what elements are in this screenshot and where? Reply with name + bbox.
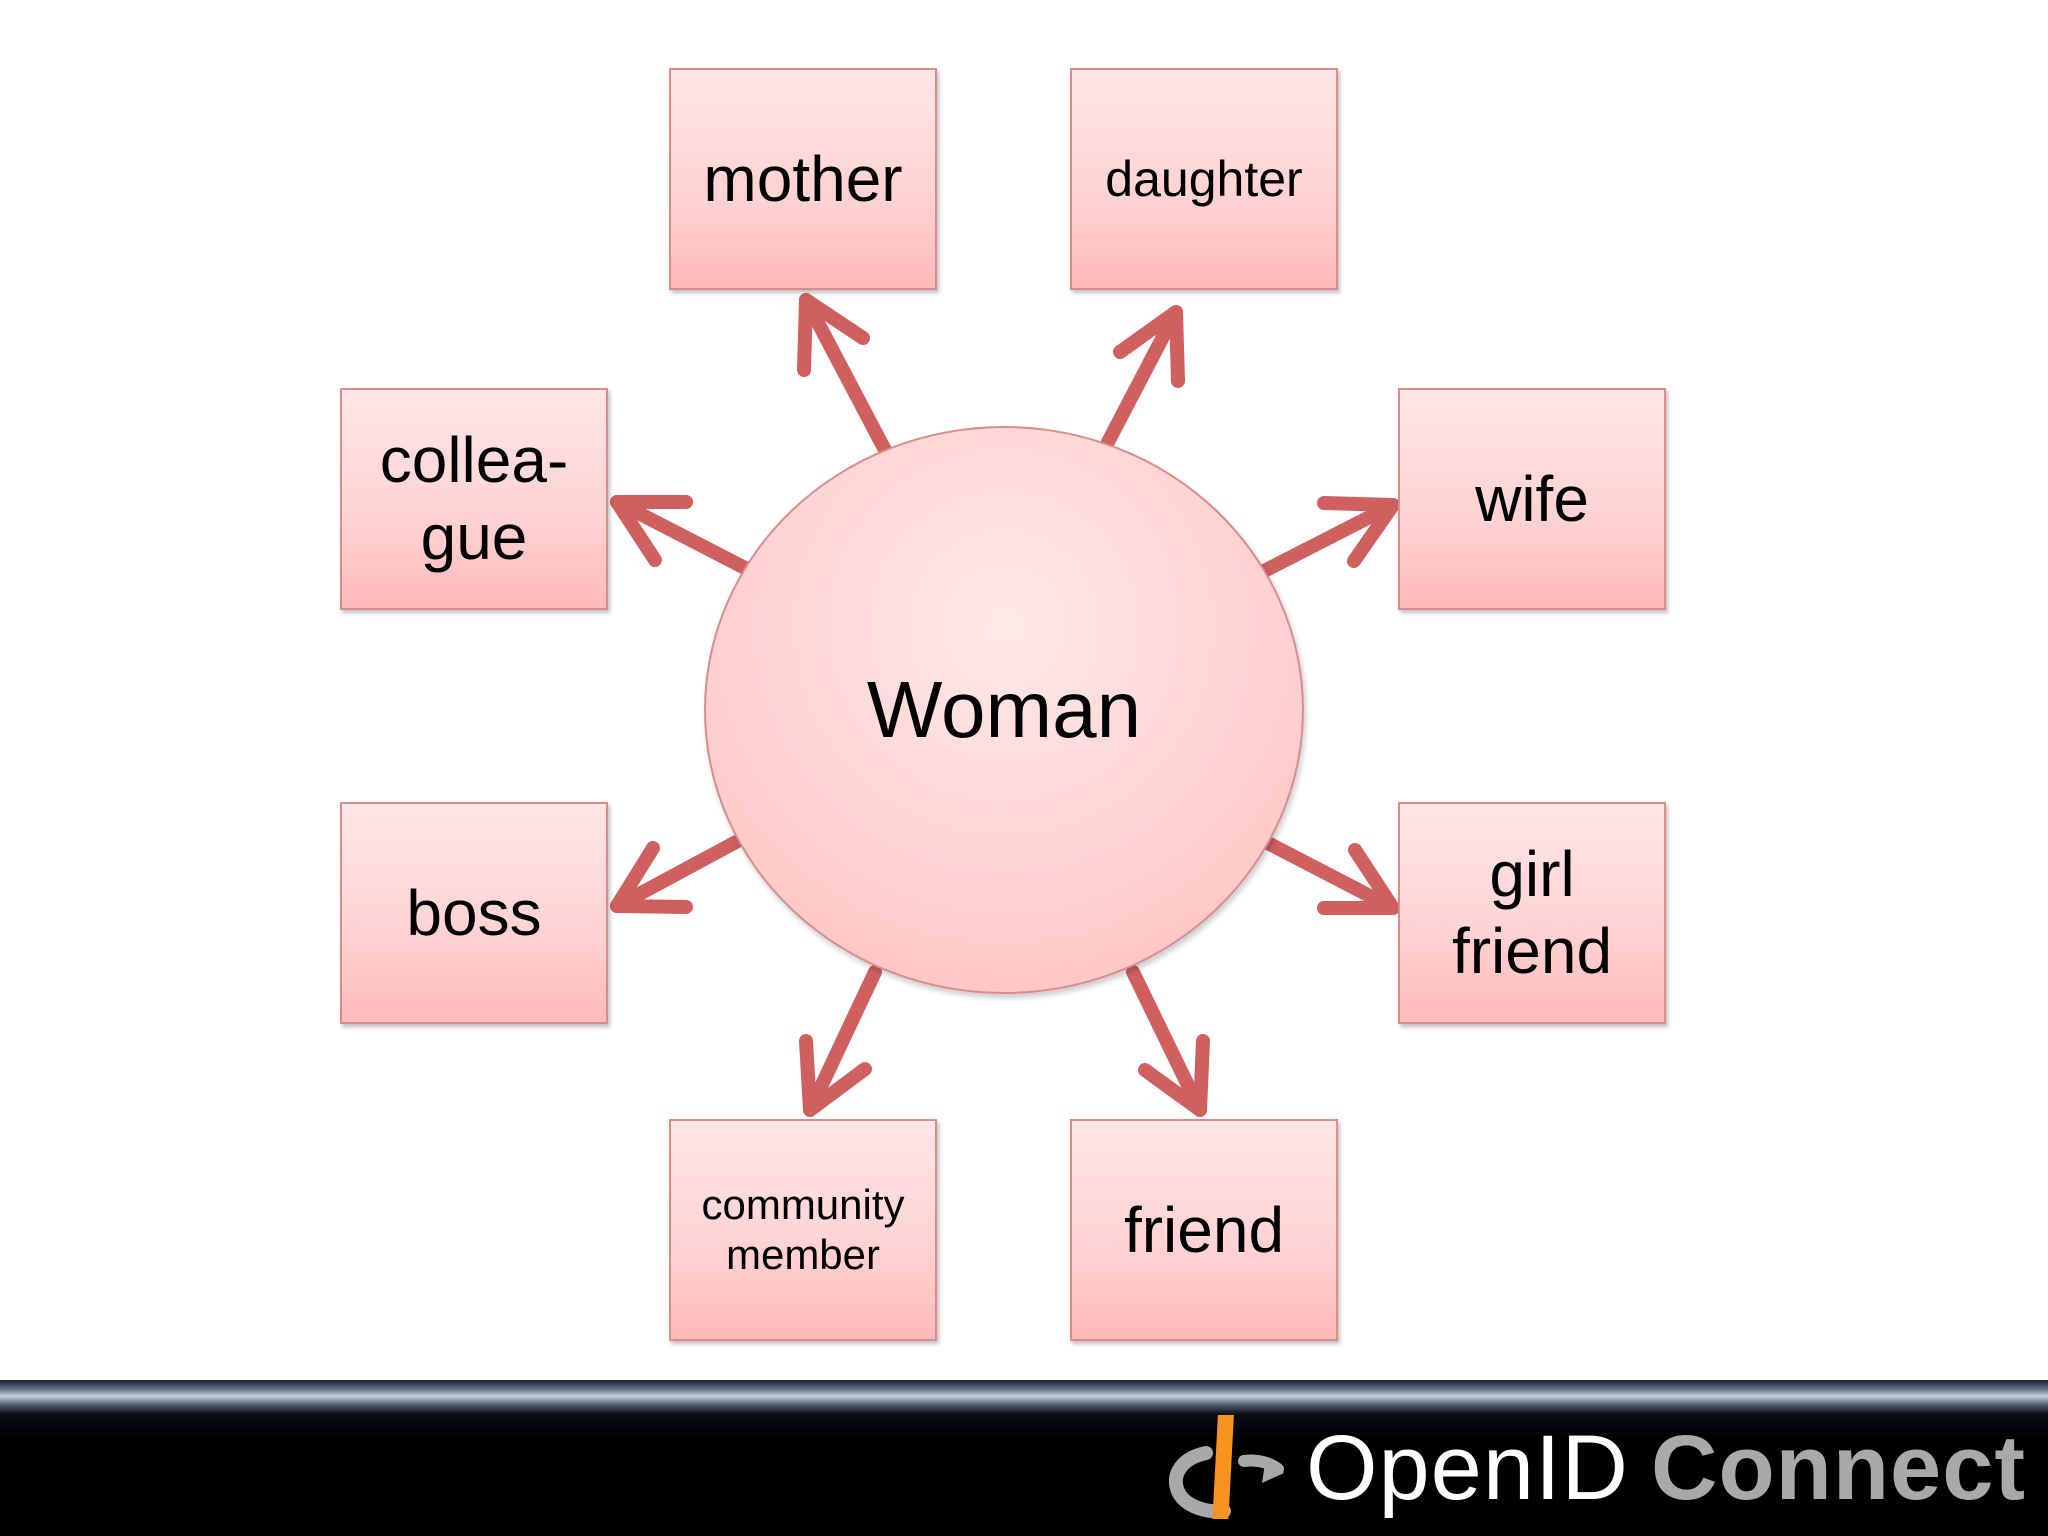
node-mother-label: mother — [703, 142, 903, 215]
logo-word-openid: OpenID — [1305, 1416, 1629, 1519]
arrows-layer — [610, 293, 1400, 1117]
openid-logo-icon — [1168, 1415, 1284, 1519]
node-girl-friend-label: girl friend — [1451, 838, 1613, 987]
node-daughter: daughter — [1070, 68, 1338, 290]
arrowhead-mother — [797, 293, 870, 377]
node-wife-label: wife — [1475, 462, 1589, 535]
arrowhead-wife — [1317, 496, 1400, 568]
arrow-community-member — [803, 965, 882, 1117]
arrowhead-friend — [1138, 1034, 1210, 1117]
arrowhead-daughter — [1113, 305, 1185, 388]
node-friend-label: friend — [1123, 1193, 1285, 1266]
node-boss: boss — [340, 802, 608, 1024]
node-colleague-label: collea- gue — [379, 424, 569, 573]
arrow-mother — [799, 293, 892, 457]
arrowhead-girl-friend — [1317, 843, 1400, 915]
arrow-girl-friend — [1259, 835, 1400, 915]
arrow-wife — [1259, 498, 1400, 577]
node-colleague: collea- gue — [340, 388, 608, 610]
node-community-member: community member — [669, 1119, 937, 1341]
arrow-colleague — [610, 495, 752, 575]
arrowhead-colleague — [610, 495, 693, 567]
node-friend: friend — [1070, 1119, 1338, 1341]
node-wife: wife — [1398, 388, 1666, 610]
node-boss-label: boss — [406, 876, 542, 949]
center-node: Woman — [704, 426, 1304, 994]
footer-bar: OpenID Connect — [0, 1380, 2048, 1536]
openid-connect-logo: OpenID Connect — [1166, 1415, 2026, 1519]
center-node-label: Woman — [866, 665, 1142, 754]
node-girl-friend: girl friend — [1398, 802, 1666, 1024]
logo-word-connect: Connect — [1651, 1416, 2026, 1519]
arrow-friend — [1126, 965, 1207, 1117]
slide-canvas: mother daughter collea- gue wife boss gi… — [340, 68, 1666, 1341]
arrowhead-boss — [610, 841, 693, 914]
node-mother: mother — [669, 68, 937, 290]
arrow-daughter — [1101, 305, 1183, 449]
arrow-boss — [610, 835, 743, 913]
node-daughter-label: daughter — [1105, 151, 1303, 207]
arrowhead-community-member — [799, 1034, 872, 1117]
node-community-member-label: community member — [701, 1180, 905, 1278]
